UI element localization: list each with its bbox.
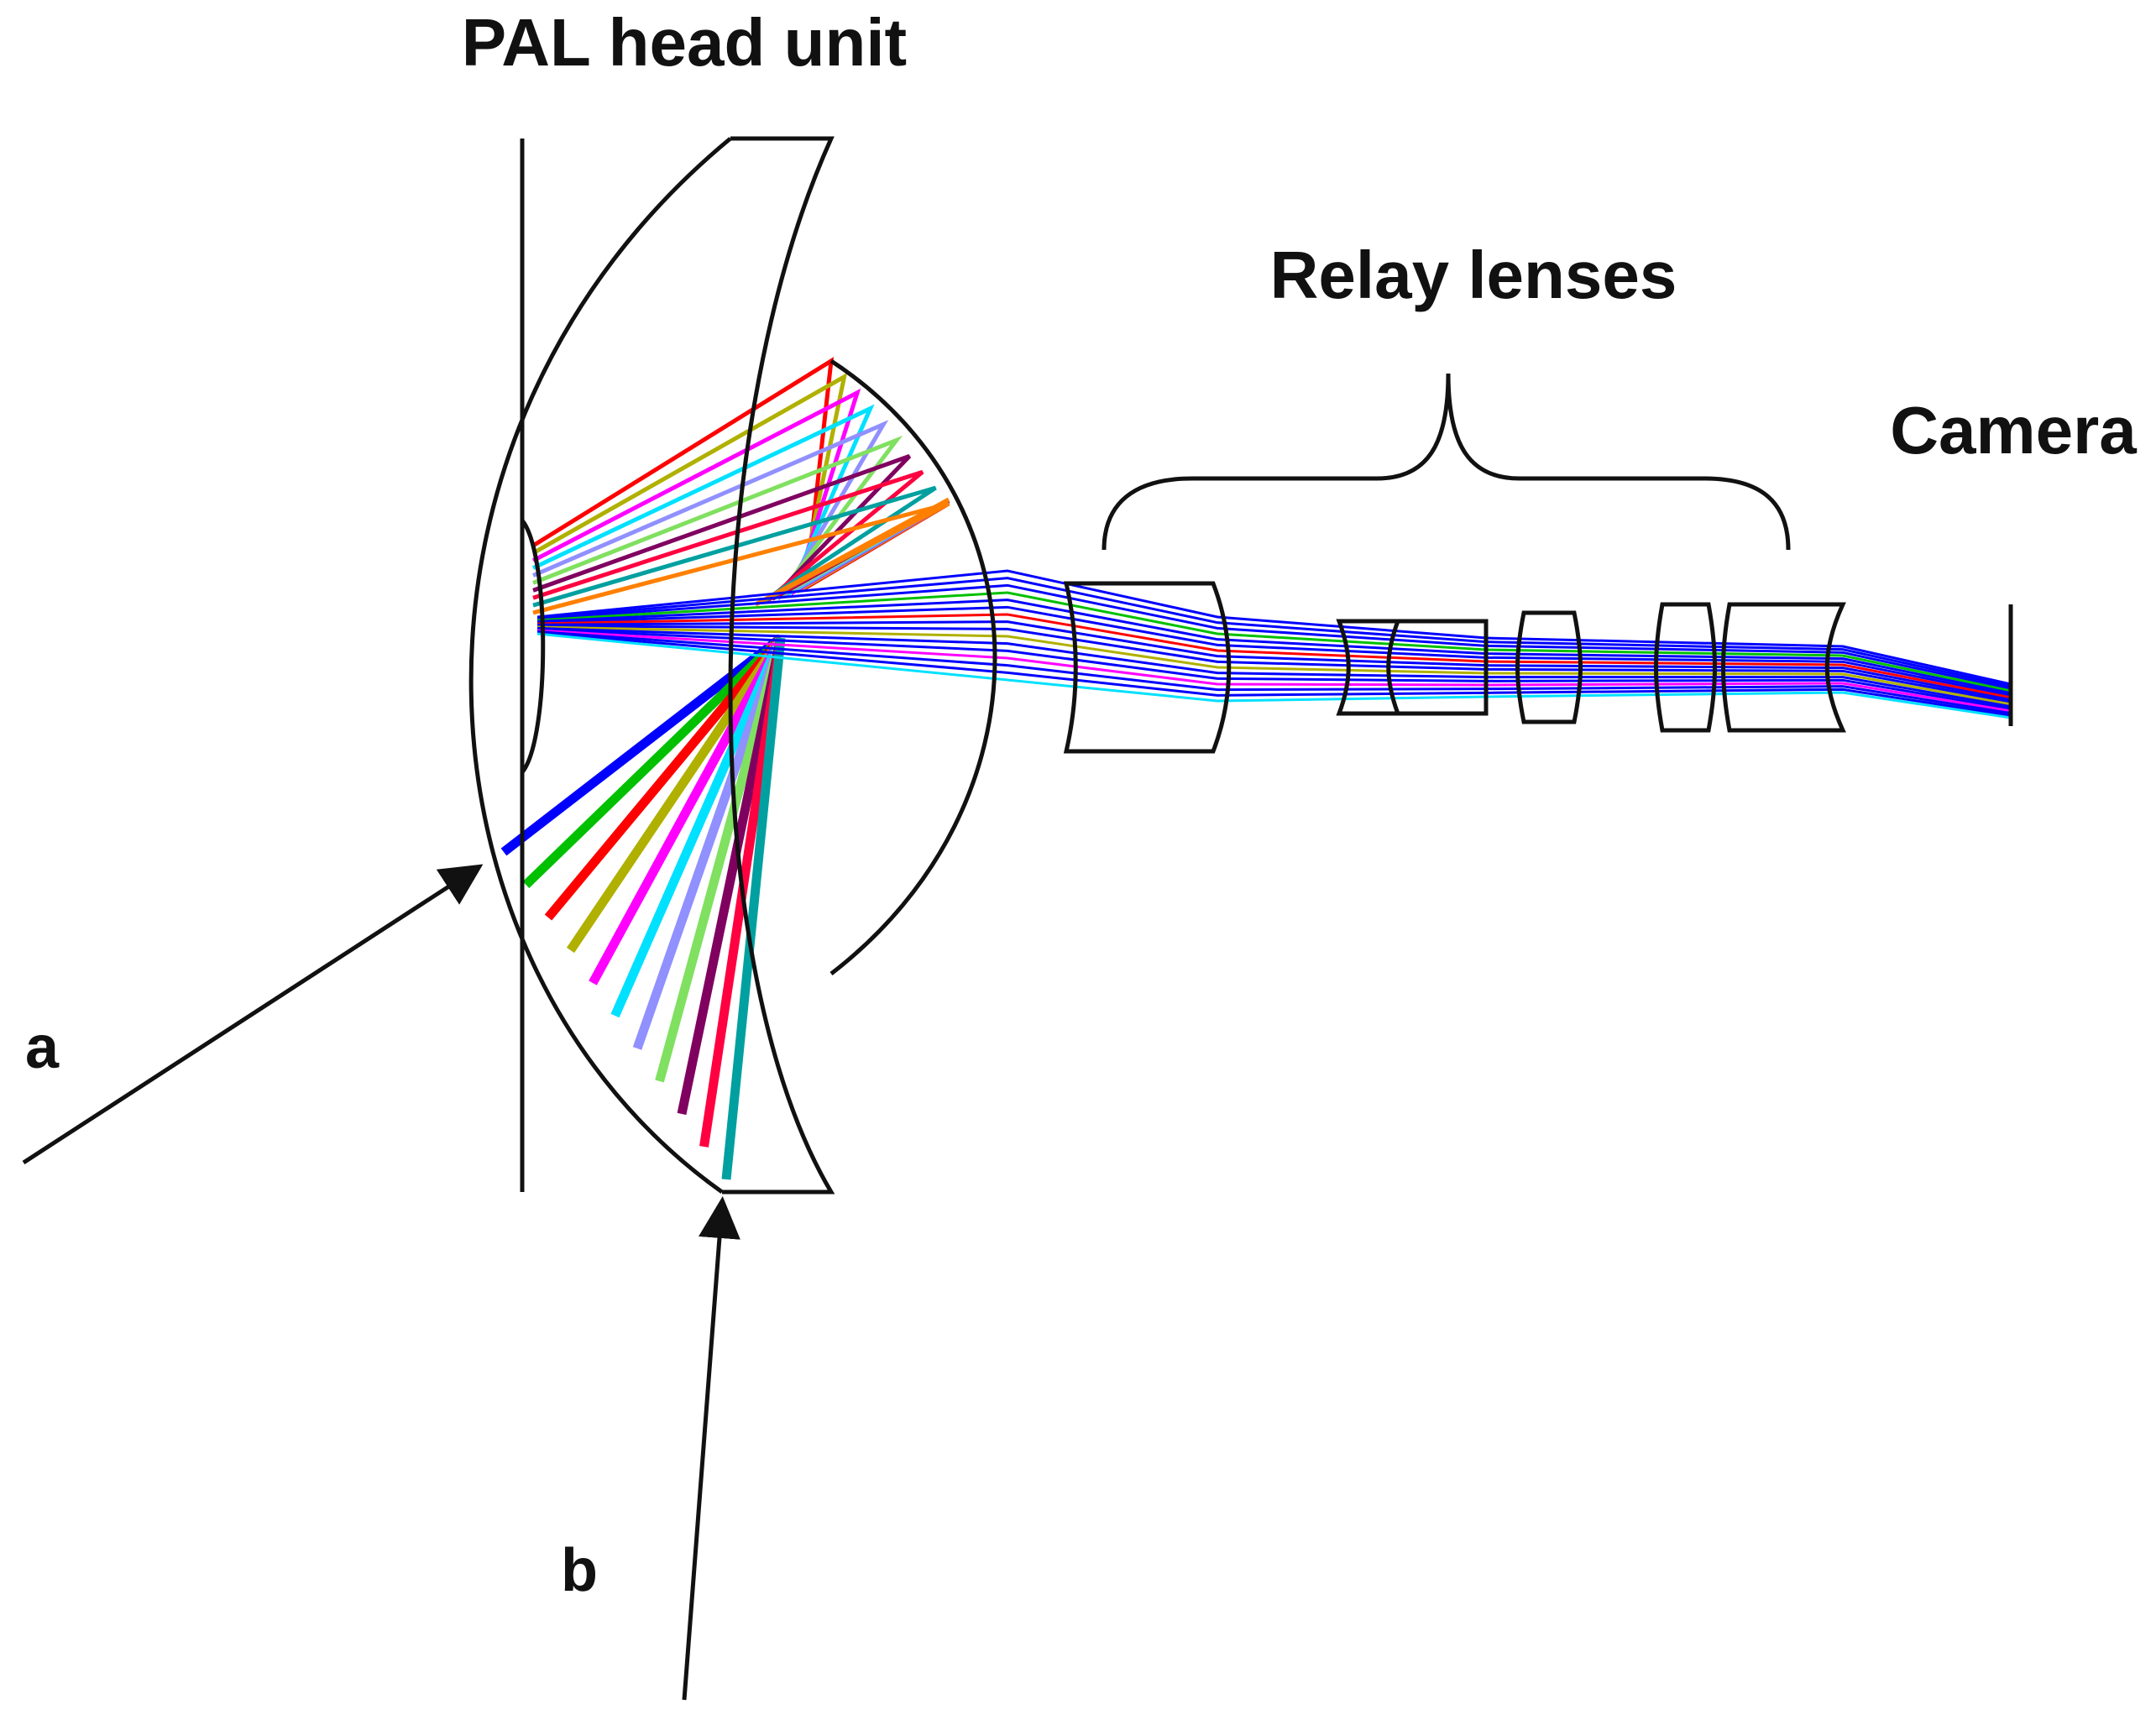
arrow-icon: [22, 864, 484, 1165]
ray-line: [536, 620, 2012, 702]
ray-line: [610, 635, 786, 1018]
label-a: a: [25, 1014, 60, 1081]
arrow-icon: [682, 1196, 740, 1701]
ray-line: [536, 630, 2012, 715]
ray-line: [536, 577, 2012, 688]
relay-ray-bundle: [536, 569, 2012, 719]
relay-lens-1: [1063, 581, 1232, 754]
ray-line: [536, 605, 2012, 697]
ray-line: [536, 631, 2012, 717]
curly-brace-icon: [1102, 373, 1791, 551]
relay-lens-3: [1515, 610, 1583, 724]
head-unit-reflector: [829, 358, 997, 975]
lower-ray-fan: [500, 634, 786, 1180]
relay-lenses-title: Relay lenses: [1270, 238, 1677, 312]
camera-title: Camera: [1890, 393, 2137, 468]
ray-line: [531, 357, 950, 592]
ray-line: [536, 599, 2012, 695]
relay-lens-2: [1336, 619, 1489, 716]
label-b: b: [561, 1537, 598, 1604]
ray-line: [655, 636, 786, 1083]
head-unit-title: PAL head unit: [462, 5, 907, 80]
ray-line: [536, 625, 2012, 706]
ray-line: [632, 636, 786, 1050]
ray-line: [536, 583, 2012, 690]
ray-line: [536, 626, 2012, 708]
head-unit-front-surface: [468, 137, 732, 1195]
ray-line: [536, 613, 2012, 699]
ray-line: [500, 634, 784, 856]
upper-ray-fan: [531, 357, 950, 615]
ray-line: [536, 625, 2012, 703]
ray-line: [536, 569, 2012, 686]
relay-lens-5: [1721, 602, 1846, 733]
ray-line: [536, 632, 2012, 719]
head-unit-inner-surface: [520, 519, 546, 774]
head-unit-lens-body: [722, 136, 835, 1195]
ray-line: [522, 635, 784, 888]
ray-line: [544, 635, 785, 921]
ray-line: [536, 629, 2012, 713]
ray-line: [721, 637, 786, 1180]
ray-line: [566, 635, 785, 954]
relay-lens-4: [1654, 602, 1717, 733]
ray-line: [532, 497, 950, 615]
ray-line: [589, 635, 785, 985]
ray-line: [536, 628, 2012, 710]
ray-line: [536, 591, 2012, 693]
